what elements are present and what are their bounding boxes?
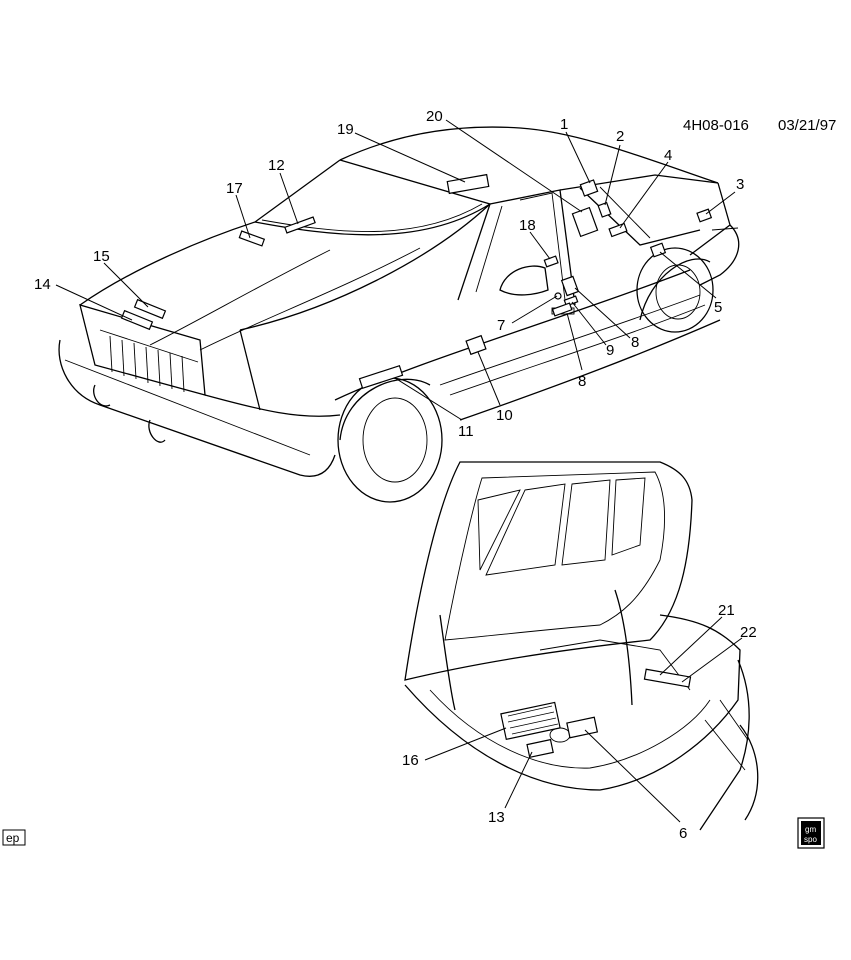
- callout-17: 17: [226, 180, 243, 197]
- car-illustration: [58, 126, 740, 503]
- callout-12: 12: [268, 157, 285, 174]
- callout-2: 2: [616, 128, 624, 145]
- callout-21: 21: [718, 602, 735, 619]
- trunk-label-patches: [500, 668, 692, 759]
- callout-4: 4: [664, 147, 672, 164]
- callout-7: 7: [497, 317, 505, 334]
- callout-22: 22: [740, 624, 757, 641]
- callout-8a: 8: [631, 334, 639, 351]
- callout-16: 16: [402, 752, 419, 769]
- callout-20: 20: [426, 108, 443, 125]
- trunk-illustration: [404, 461, 759, 831]
- callout-9: 9: [606, 342, 614, 359]
- callout-8b: 8: [578, 373, 586, 390]
- callout-13: 13: [488, 809, 505, 826]
- callout-1: 1: [560, 116, 568, 133]
- callout-18: 18: [519, 217, 536, 234]
- drawing-code: 4H08-016: [683, 117, 749, 134]
- callout-6: 6: [679, 825, 687, 842]
- callout-10: 10: [496, 407, 513, 424]
- svg-text:gm: gm: [805, 825, 816, 834]
- svg-text:spo: spo: [804, 835, 817, 844]
- callout-labels: 1 2 3 4 5 6 7 8 8 9 10 11 12 13 14 15 16…: [34, 108, 757, 842]
- leader-lines: [55, 119, 743, 823]
- gm-spo-logo: gm spo: [797, 817, 825, 849]
- callout-19: 19: [337, 121, 354, 138]
- callout-3: 3: [736, 176, 744, 193]
- callout-15: 15: [93, 248, 110, 265]
- callout-5: 5: [714, 299, 722, 316]
- callout-11: 11: [458, 423, 474, 440]
- drawing-date: 03/21/97: [778, 117, 836, 134]
- svg-text:ep: ep: [6, 831, 20, 845]
- ep-badge: ep: [2, 829, 26, 846]
- callout-14: 14: [34, 276, 51, 293]
- car-label-patches: [120, 173, 713, 390]
